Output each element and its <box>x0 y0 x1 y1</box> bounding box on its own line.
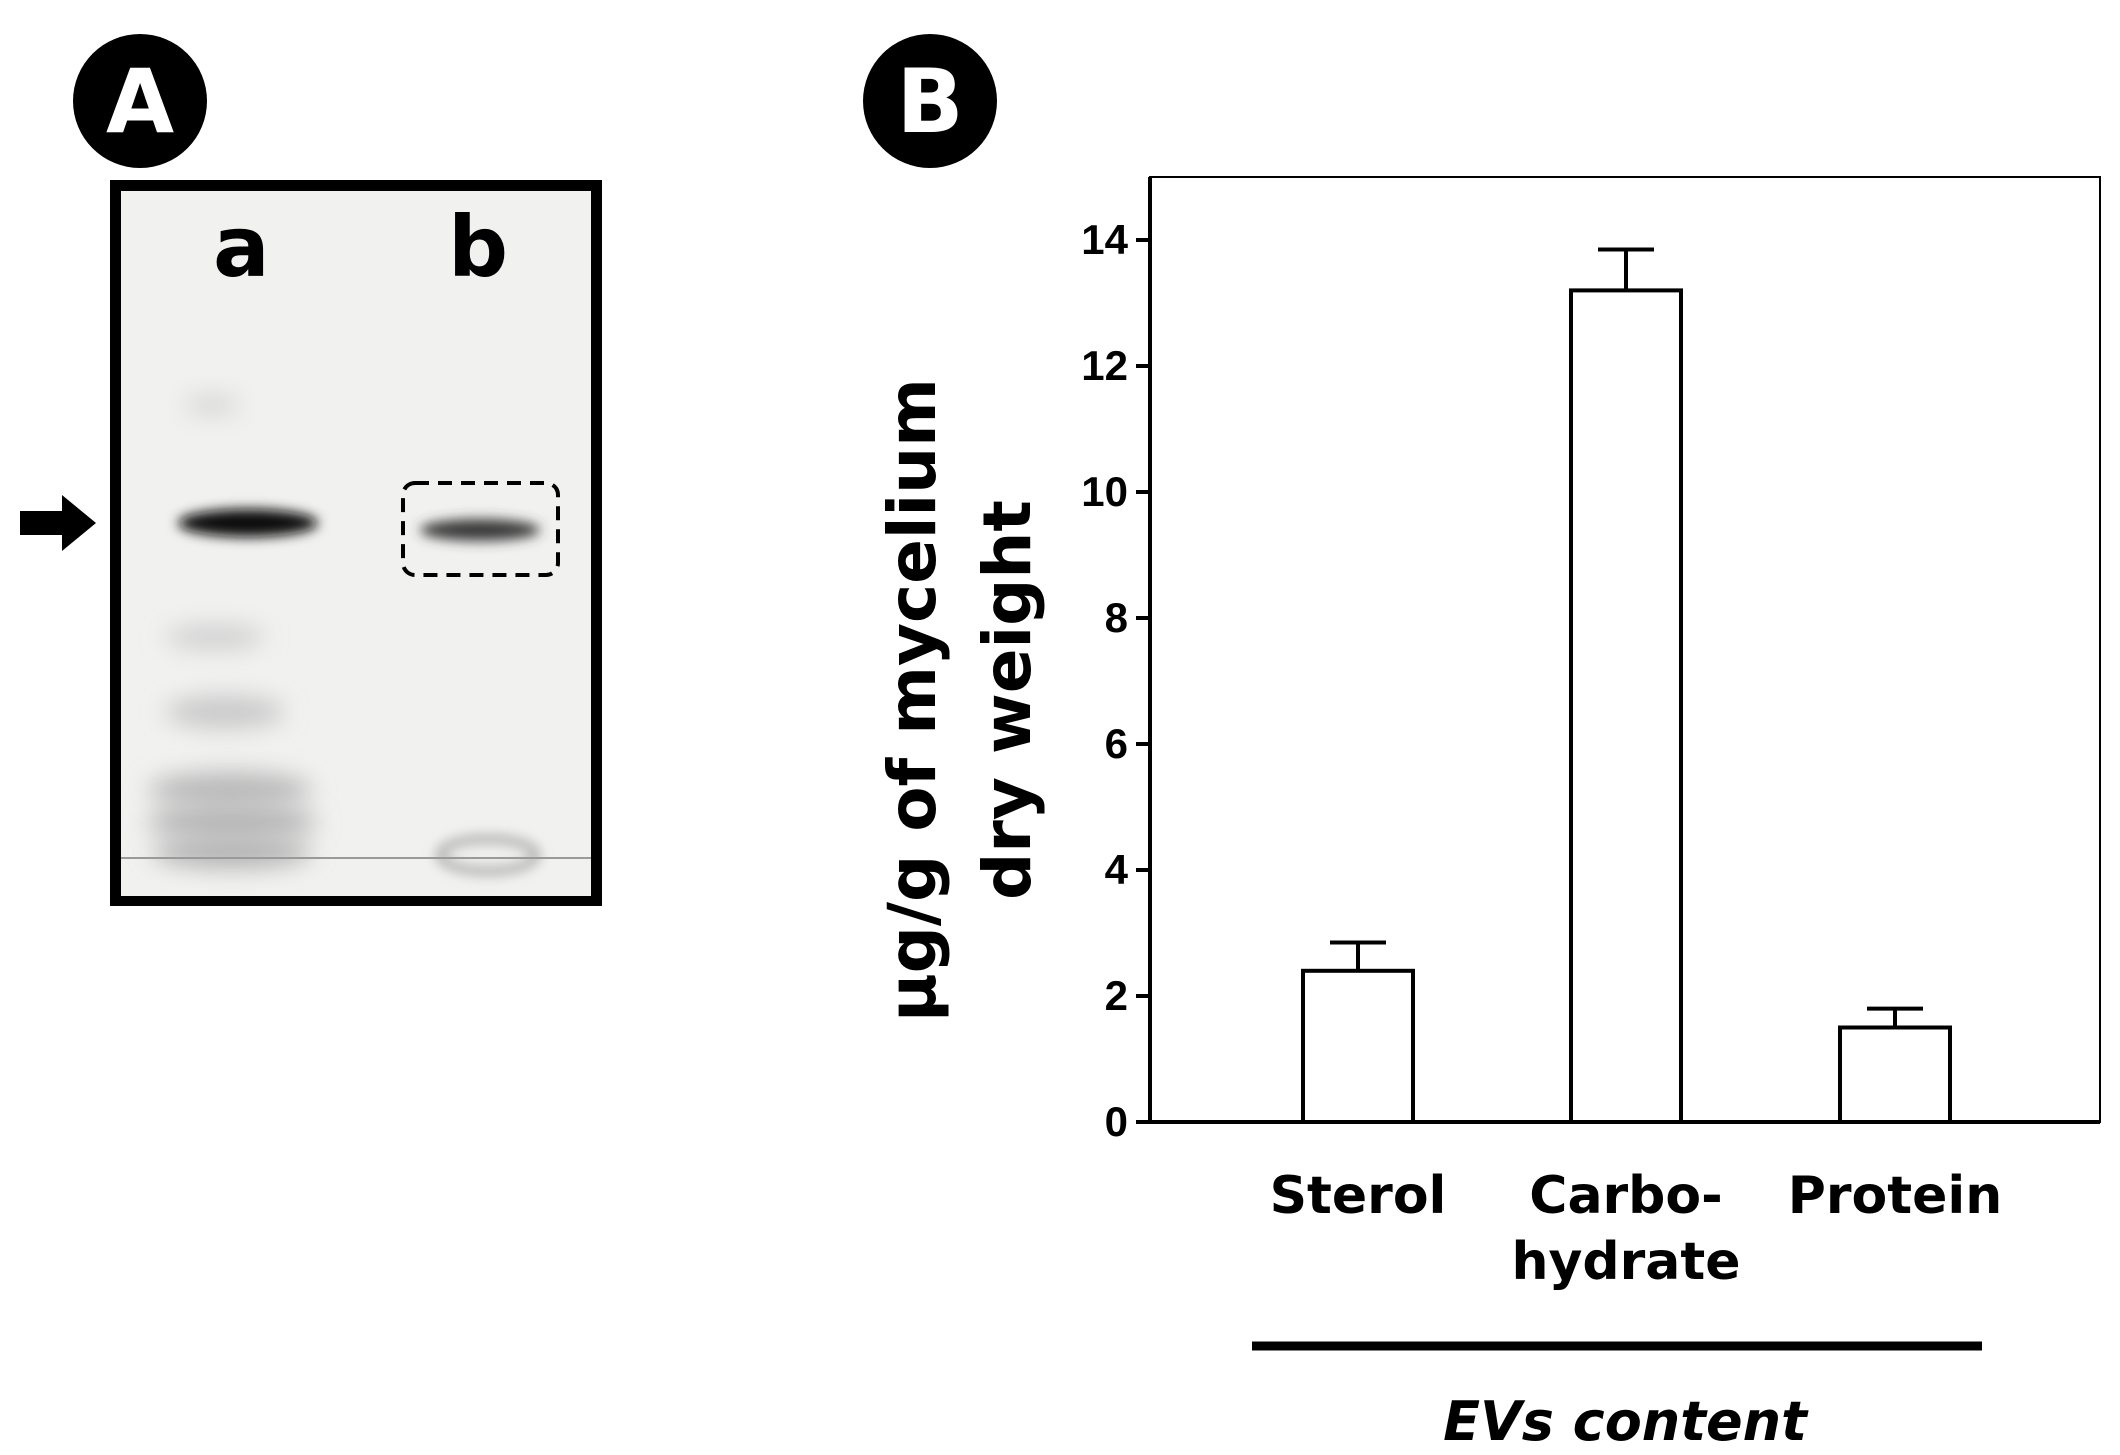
lane-a-smear-2 <box>147 804 317 840</box>
lane-a-faint-1 <box>165 625 265 649</box>
lane-a-smear-1 <box>148 772 312 808</box>
y-ticks: 0 2 4 6 8 10 12 14 <box>1081 216 1150 1145</box>
y-tick-label-6: 6 <box>1105 720 1128 767</box>
panel-b-badge: B <box>863 34 997 168</box>
lane-a-band <box>178 509 318 537</box>
lane-a-faint-top <box>184 395 240 415</box>
group-label: EVs content <box>1443 1390 1809 1453</box>
lane-b-band <box>420 519 540 541</box>
lane-label-a: a <box>213 198 270 296</box>
y-tick-label-10: 10 <box>1081 468 1128 515</box>
bar-chart: 0 2 4 6 8 10 12 14 Sterol Carbo-hydrate Protein μ… <box>874 176 2101 1453</box>
x-category-label-1-0: Carbo- <box>1529 1166 1722 1226</box>
bar-sterol <box>1301 968 1415 1124</box>
x-labels: Sterol Carbo-hydrate Protein <box>1270 1166 2003 1292</box>
x-category-label-0-0: Sterol <box>1270 1166 1447 1226</box>
error-bars <box>1330 247 1923 1028</box>
lane-b-origin-spot <box>436 835 540 875</box>
highlight-box <box>401 481 560 577</box>
x-category-label-1-1: hydrate <box>1512 1232 1741 1292</box>
y-tick-label-8: 8 <box>1105 594 1128 641</box>
panel-a-badge: A <box>73 34 207 168</box>
gel-image <box>20 180 602 906</box>
y-tick-label-14: 14 <box>1081 216 1128 263</box>
y-axis-label-line2: dry weight <box>969 500 1046 900</box>
y-tick-label-2: 2 <box>1105 972 1128 1019</box>
y-tick-label-4: 4 <box>1105 846 1129 893</box>
x-category-label-2-0: Protein <box>1788 1166 2002 1226</box>
lane-label-b: b <box>448 198 509 296</box>
y-axis-label-line1: μg/g of mycelium <box>874 378 951 1022</box>
bar-protein <box>1838 1025 1952 1124</box>
bars <box>1301 288 1952 1124</box>
lane-a-smear-3 <box>152 836 312 868</box>
y-tick-label-0: 0 <box>1105 1098 1128 1145</box>
band-arrow-icon <box>20 495 96 551</box>
lane-a-faint-2 <box>165 696 285 728</box>
y-tick-label-12: 12 <box>1081 342 1128 389</box>
bar-carbohydrate <box>1569 288 1683 1124</box>
